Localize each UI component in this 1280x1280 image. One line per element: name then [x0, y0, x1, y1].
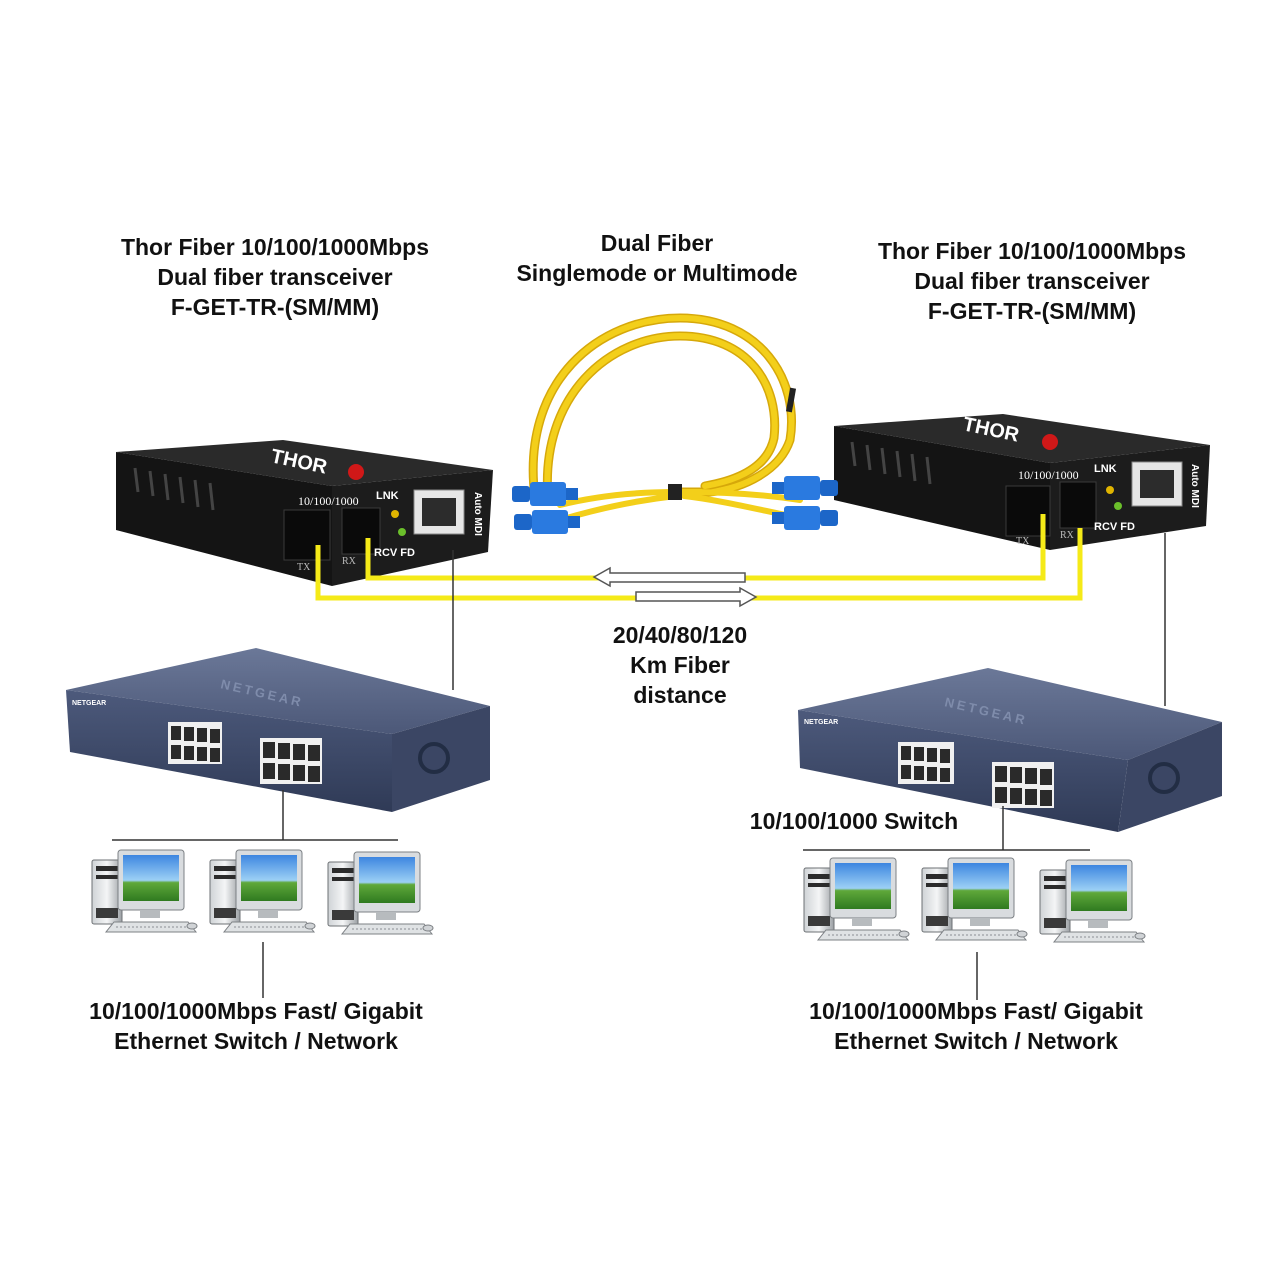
- svg-text:RCV FD: RCV FD: [374, 547, 415, 559]
- left-pc-2: [209, 849, 316, 933]
- rx-port-left: [341, 507, 381, 555]
- svg-text:NETGEAR: NETGEAR: [804, 719, 838, 726]
- svg-text:RX: RX: [1060, 530, 1075, 541]
- left-pc-3: [327, 851, 434, 935]
- svg-text:RCV FD: RCV FD: [1094, 521, 1135, 533]
- svg-text:10/100/1000: 10/100/1000: [1018, 468, 1079, 482]
- svg-text:RX: RX: [342, 556, 357, 567]
- tx-port-left: [283, 509, 331, 561]
- svg-text:TX: TX: [1016, 536, 1030, 547]
- arrow-right: [635, 586, 758, 608]
- left-network-label: 10/100/1000Mbps Fast/ Gigabit Ethernet S…: [89, 998, 423, 1054]
- right-pc-1: [803, 857, 910, 941]
- right-transceiver: THOR 10/100/1000 LNK RCV FD TX RX Auto M…: [834, 413, 1210, 550]
- sc-connectors-right: [772, 476, 838, 530]
- right-network-label: 10/100/1000Mbps Fast/ Gigabit Ethernet S…: [809, 998, 1143, 1054]
- right-switch: NETGEAR NETGEAR: [798, 668, 1222, 832]
- connection-lines: [112, 533, 1166, 1000]
- lnk-led-right: [1106, 486, 1114, 494]
- left-transceiver: THOR 10/100/1000 LNK RCV FD TX RX Auto M…: [116, 440, 493, 586]
- right-pc-2: [921, 857, 1028, 941]
- switch-label: 10/100/1000 Switch: [749, 808, 959, 834]
- left-switch: NETGEAR NETGEAR: [66, 648, 490, 812]
- svg-text:Auto MDI: Auto MDI: [1189, 464, 1200, 508]
- svg-text:Auto MDI: Auto MDI: [472, 492, 483, 536]
- left-transceiver-label: Thor Fiber 10/100/1000Mbps Dual fiber tr…: [120, 234, 430, 320]
- left-pc-1: [91, 849, 198, 933]
- fd-led-right: [1114, 502, 1122, 510]
- svg-text:LNK: LNK: [376, 490, 399, 502]
- fiber-cable-label: Dual Fiber Singlemode or Multimode: [516, 230, 798, 286]
- svg-text:TX: TX: [297, 562, 311, 573]
- fd-led-left: [398, 528, 406, 536]
- svg-text:NETGEAR: NETGEAR: [72, 700, 106, 707]
- fiber-patch-cable: [528, 313, 803, 523]
- lnk-led-left: [391, 510, 399, 518]
- right-pc-3: [1039, 859, 1146, 943]
- right-transceiver-label: Thor Fiber 10/100/1000Mbps Dual fiber tr…: [877, 238, 1187, 324]
- svg-text:10/100/1000: 10/100/1000: [298, 494, 359, 508]
- sc-connectors-left: [512, 482, 580, 534]
- rx-port-right: [1059, 481, 1097, 529]
- fiber-distance-label: 20/40/80/120 Km Fiber distance: [612, 622, 748, 708]
- svg-text:LNK: LNK: [1094, 463, 1117, 475]
- arrow-left: [592, 566, 746, 588]
